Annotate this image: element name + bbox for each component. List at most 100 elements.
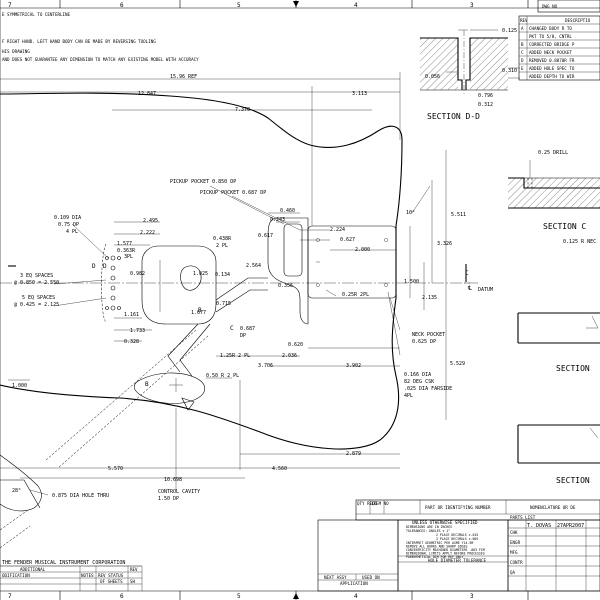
dwg-no-label: DWG NO [542,4,558,9]
section-cut-c-left: C [230,325,234,332]
dim-4560: 4.560 [272,466,287,472]
zone-top-3: 3 [470,2,474,9]
section-c-note: 0.125 R NEC [563,239,596,245]
drawn-date: 27APR2007 [557,523,584,529]
dim-0715: 0.715 [216,301,231,307]
dimension-lines [0,72,447,496]
tolerance-line: 2 PLACE DECIMALS ±.015 [436,533,478,537]
note-line-4: AND DOES NOT GUARANTEE ANY DIMENSION TO … [2,57,199,62]
modification-label: ODIFICATION [2,573,30,578]
tolerance-line: TOLERANCES: ANGLES ± 1° [406,529,450,533]
callout-neck-pocket-2: 0.625 DP [412,339,436,345]
drill-callout: 0.25 DRILL [538,150,568,156]
dim-3326: 3.326 [437,241,452,247]
note-line-3: HIS DRAWING [2,49,30,54]
tolerance-line: 3 PLACE DECIMALS ±.005 [436,537,478,541]
rev-letter: C [521,50,524,55]
dim-125r-2pl: 1.25R 2 PL [220,353,250,359]
dim-2879: 2.879 [346,451,361,457]
callout-neck-pocket-1: NECK POCKET [412,332,445,338]
rev-desc: ADDED DEPTH TO WIR [529,74,575,79]
dim-0620: 0.620 [288,342,303,348]
callout-csk-4: 4PL [404,393,413,399]
dim-2224: 2.224 [330,227,345,233]
contr-label: CONTR [510,560,523,565]
tolerance-line: DIMENSIONAL LIMITS APPLY BEFORE PROCESSE… [406,552,485,556]
zone-bottom-5: 5 [237,593,241,600]
datum-label: DATUM [478,287,493,293]
rev-letter: D [521,58,524,63]
section-cut-b-left: B [145,381,149,388]
dim-0982: 0.982 [130,271,145,277]
section-cut-b-right: B [198,307,202,314]
nomenclature-label: NOMENCLATURE OR DE [530,505,576,510]
additional-label: ADDITIONAL [20,567,46,572]
rev-desc: REMOVED 0.8870R FR [529,58,575,63]
note-line-1: E SYMMETRICAL TO CENTERLINE [2,12,71,17]
callout-hole-dia-3: 4 PL [66,229,78,235]
dim-3706: 3.706 [258,363,273,369]
dim-5529: 5.529 [450,361,465,367]
lower-rev-label: REV [130,567,138,572]
section-f-label: SECTION [556,476,590,485]
dim-2495: 2.495 [143,218,158,224]
section-e-label: SECTION [556,364,590,373]
dim-7370: 7.370 [235,107,250,113]
dim-3113: 3.113 [352,91,367,97]
application-label: APPLICATION [340,581,368,586]
dim-10deg: 10° [406,210,415,216]
dim-1577: 1.577 [117,241,132,247]
zone-bottom-6: 6 [120,593,124,600]
section-c-label: SECTION C [543,222,587,231]
callout-pickup-neck: PICKUP POCKET 0.850 DP [170,179,236,185]
bridge-holes [101,243,121,323]
rev-letter: E [521,66,524,71]
revision-block [518,0,600,81]
dim-5570: 5.570 [108,466,123,472]
callout-csk-1: 0.166 DIA [404,372,431,378]
dim-2222: 2.222 [140,230,155,236]
callout-csk-2: 82 DEG CSK [404,379,434,385]
notes-label: NOTES [81,573,94,578]
section-dd-label: SECTION D-D [427,112,480,121]
callout-control-cavity-2: 1.50 DP [158,496,179,502]
dim-dp: DP [240,333,246,339]
zone-top-4: 4 [354,2,358,9]
dim-1500: 1.500 [404,279,419,285]
callout-eq-spaces-5a: 5 EQ SPACES [22,295,55,301]
control-cavity [133,372,206,411]
jack-hole [0,454,42,549]
dim-0310: 0.310 [502,68,517,74]
dim-10698: 10.698 [164,477,182,483]
dim-0627: 0.627 [340,237,355,243]
dim-overall-length: 15.96 REF [170,74,197,80]
wiring-channel [45,277,268,469]
tolerance-line: REMOVE ALL BURRS AND SHARP EDGES [406,545,467,549]
dim-0363r: 0.363R [117,248,136,254]
zone-top-6: 6 [120,2,124,9]
signature-block [507,519,600,592]
rev-status-label: REV STATUS [98,573,124,578]
dim-2000: 2.000 [355,247,370,253]
dim-0687: 0.687 [240,326,255,332]
callout-eq-spaces-5b: @ 0.425 = 2.125 [14,302,59,308]
center-arrow-top [293,1,299,7]
callout-csk-3: .025 DIA FARSIDE [404,386,452,392]
rev-letter: B [521,42,524,47]
company-name: THE FENDER MUSICAL INSTRUMENT CORPORATIO… [2,560,125,566]
dim-050r-2pl: 0.50 R 2 PL [206,373,239,379]
section-cut-d-right: D [103,263,107,270]
callout-eq-spaces-3b: @ 0.850 = 2.550 [14,280,59,286]
dim-0312: 0.312 [478,102,493,108]
callout-jack-hole: 0.875 DIA HOLE THRU [52,493,109,499]
callout-hole-dia-1: 0.109 DIA [54,215,81,221]
dim-0243: 0.243 [270,217,285,223]
callout-eq-spaces-3a: 3 EQ SPACES [20,273,53,279]
tolerance-line: INTERPRET GEOMETRIC PER ASME Y14.5M [406,541,473,545]
dim-2135: 2.135 [422,295,437,301]
callout-control-cavity-1: CONTROL CAVITY [158,489,200,495]
section-c-view [508,160,600,209]
tolerance-line: DIMENSIONS ARE IN INCHES [406,525,452,529]
dim-0356: 0.356 [278,283,293,289]
